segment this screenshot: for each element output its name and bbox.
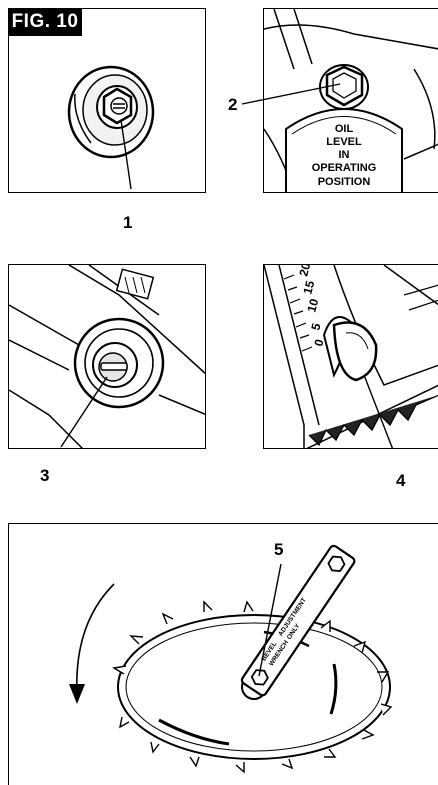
oil-label-line: OIL — [335, 123, 354, 135]
callout-4: 4 — [396, 471, 406, 490]
blade-bolt-illustration — [67, 65, 155, 190]
callout-5: 5 — [274, 540, 284, 559]
panel-oil-plug: OIL LEVEL IN OPERATING POSITION — [263, 8, 438, 193]
rotation-arrowhead — [69, 684, 85, 704]
leader-line-2 — [241, 83, 341, 105]
panel-arbor-screw — [8, 264, 206, 449]
rotation-arrow — [75, 583, 115, 695]
scale-number: 5 — [308, 321, 323, 331]
figure-label: FIG. 10 — [8, 8, 82, 36]
oil-label-line: LEVEL — [326, 136, 362, 148]
callout-2: 2 — [228, 95, 238, 114]
oil-label-line: POSITION — [318, 176, 371, 188]
callout-3: 3 — [40, 466, 50, 485]
oil-plug-illustration: OIL LEVEL IN OPERATING POSITION — [264, 9, 438, 192]
panel-wrench-blade: BEVEL ADJUSTMENT WRENCH ONLY — [8, 523, 438, 785]
callout-1: 1 — [123, 213, 133, 232]
bevel-knob-illustration: 0 5 10 15 20 — [264, 265, 438, 448]
oil-label-line: OPERATING — [312, 162, 377, 174]
panel-blade-bolt — [8, 8, 206, 193]
arbor-screw-illustration — [9, 265, 205, 448]
scale-number: 15 — [300, 279, 317, 296]
scale-number: 20 — [296, 265, 313, 278]
wrench-blade-illustration: BEVEL ADJUSTMENT WRENCH ONLY — [69, 544, 393, 774]
scale-number: 10 — [304, 297, 321, 314]
oil-label-line: IN — [339, 149, 350, 161]
panel-bevel-knob: 0 5 10 15 20 — [263, 264, 438, 449]
scale-number: 0 — [311, 337, 326, 347]
